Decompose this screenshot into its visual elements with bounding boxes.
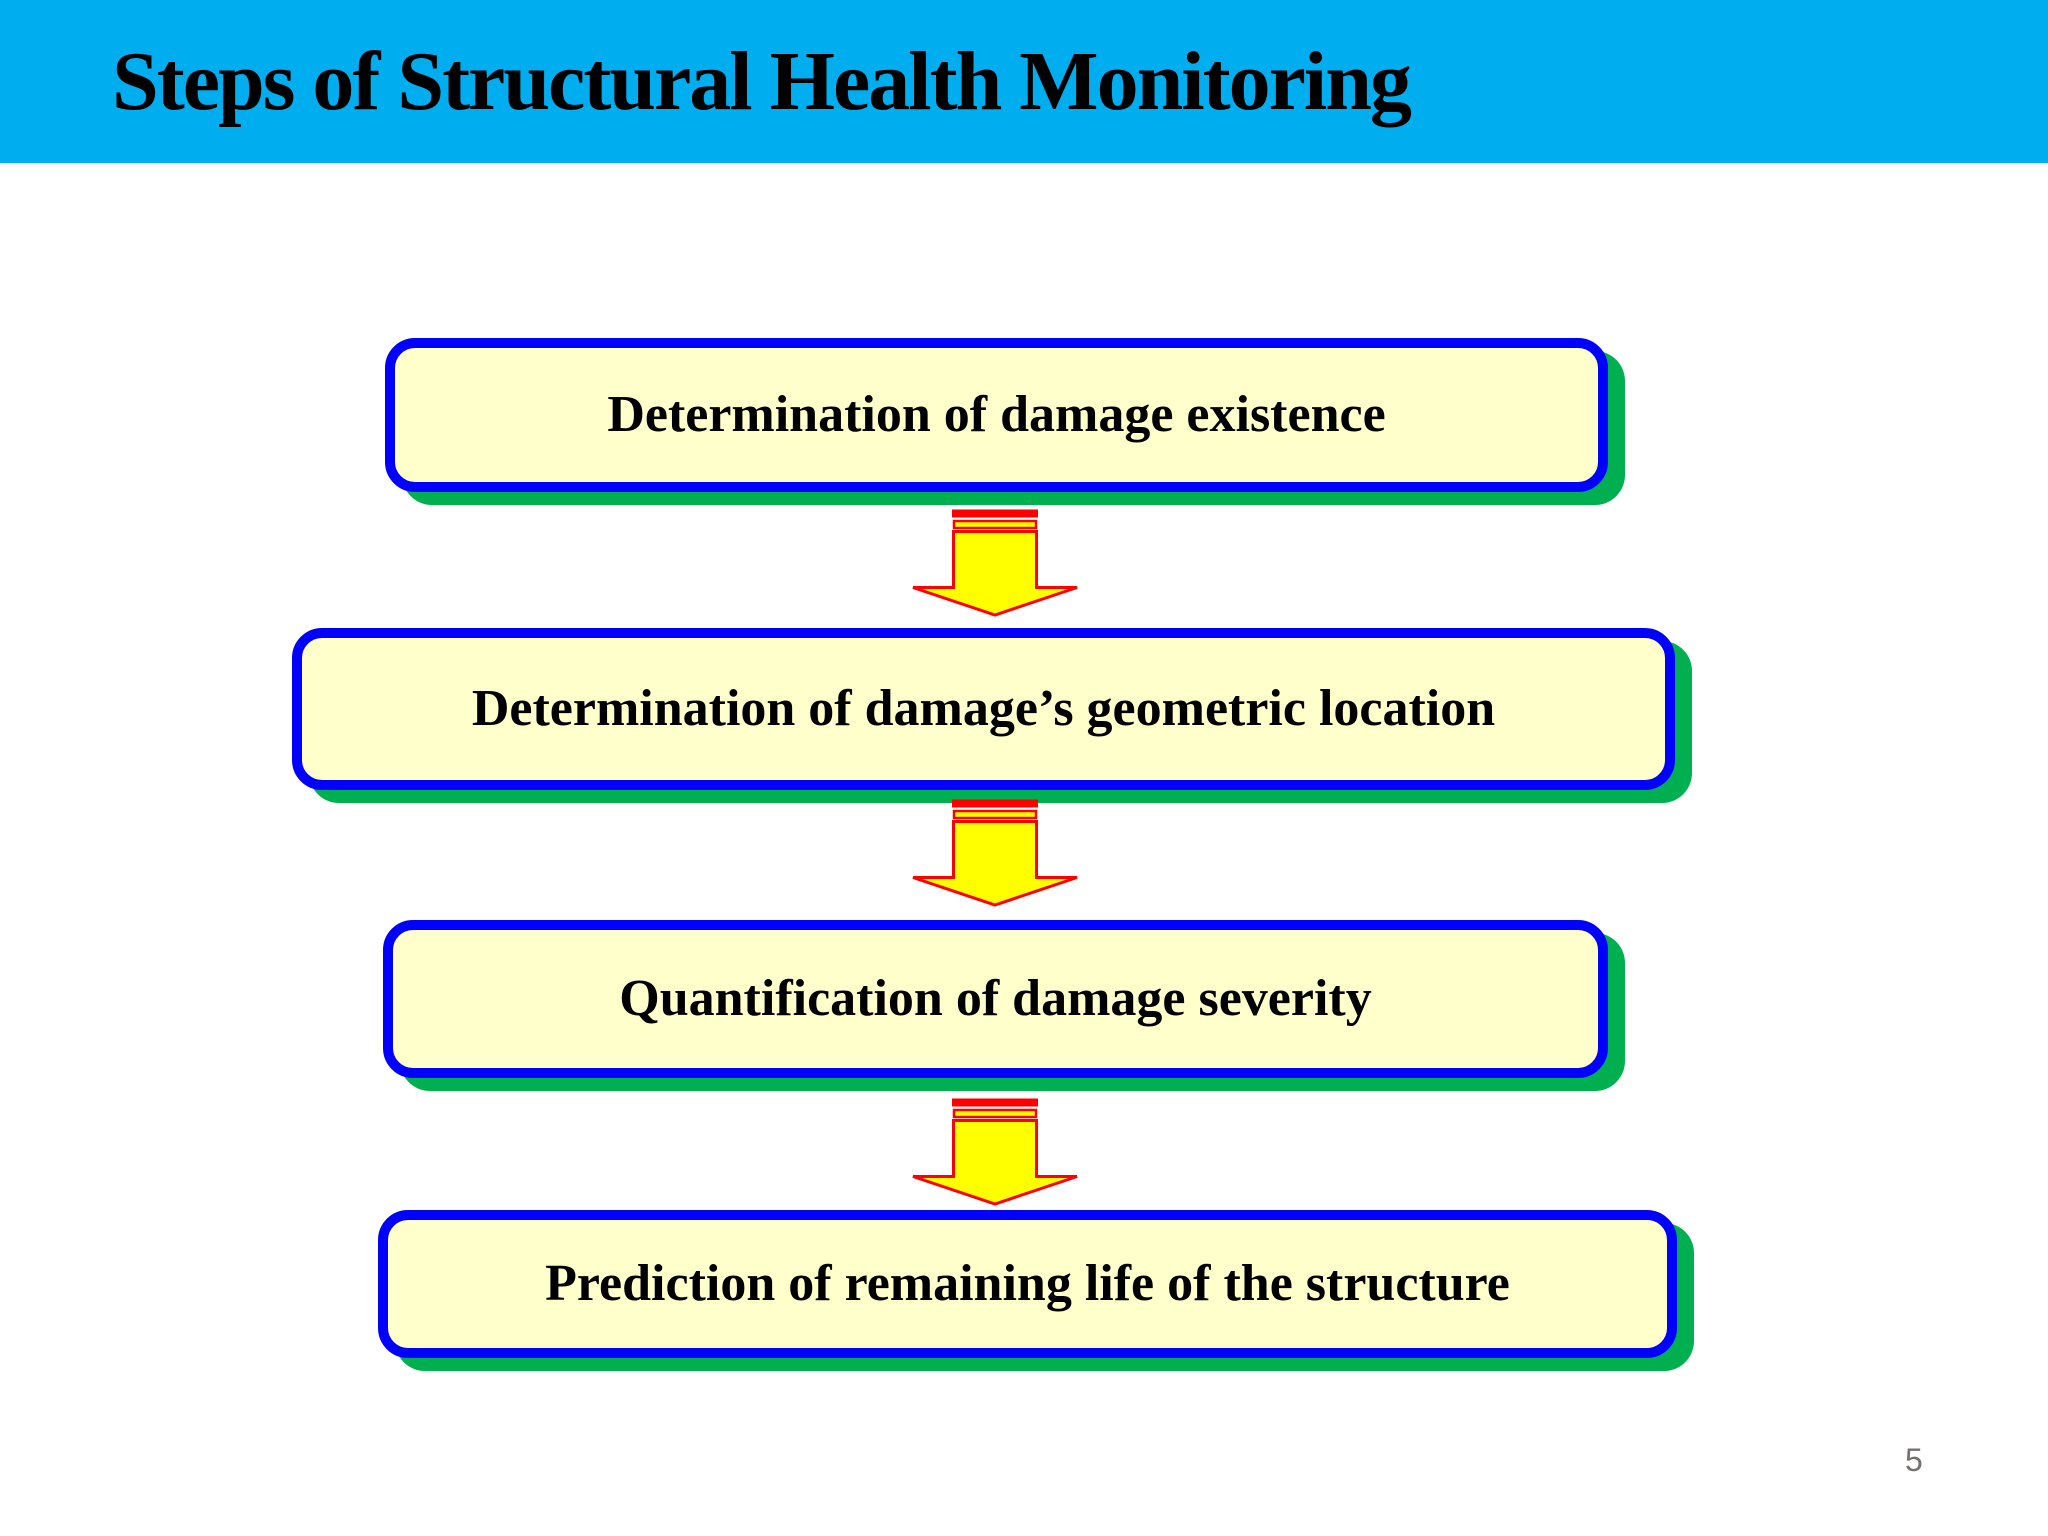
page-title: Steps of Structural Health Monitoring — [112, 34, 1412, 128]
title-banner: Steps of Structural Health Monitoring — [0, 0, 2048, 163]
step-label: Prediction of remaining life of the stru… — [545, 1255, 1510, 1313]
down-arrow-icon — [911, 799, 1079, 907]
step-box-geometric-location: Determination of damage’s geometric loca… — [292, 628, 1675, 790]
down-arrow-icon — [911, 509, 1079, 617]
step-box-damage-severity: Quantification of damage severity — [383, 920, 1608, 1078]
step-label: Determination of damage’s geometric loca… — [471, 680, 1496, 738]
page-number: 5 — [1905, 1442, 1923, 1478]
step-label: Quantification of damage severity — [619, 970, 1372, 1028]
step-box-damage-existence: Determination of damage existence — [385, 338, 1608, 492]
step-box-remaining-life: Prediction of remaining life of the stru… — [378, 1210, 1677, 1358]
step-label: Determination of damage existence — [607, 386, 1386, 444]
down-arrow-icon — [911, 1098, 1079, 1206]
